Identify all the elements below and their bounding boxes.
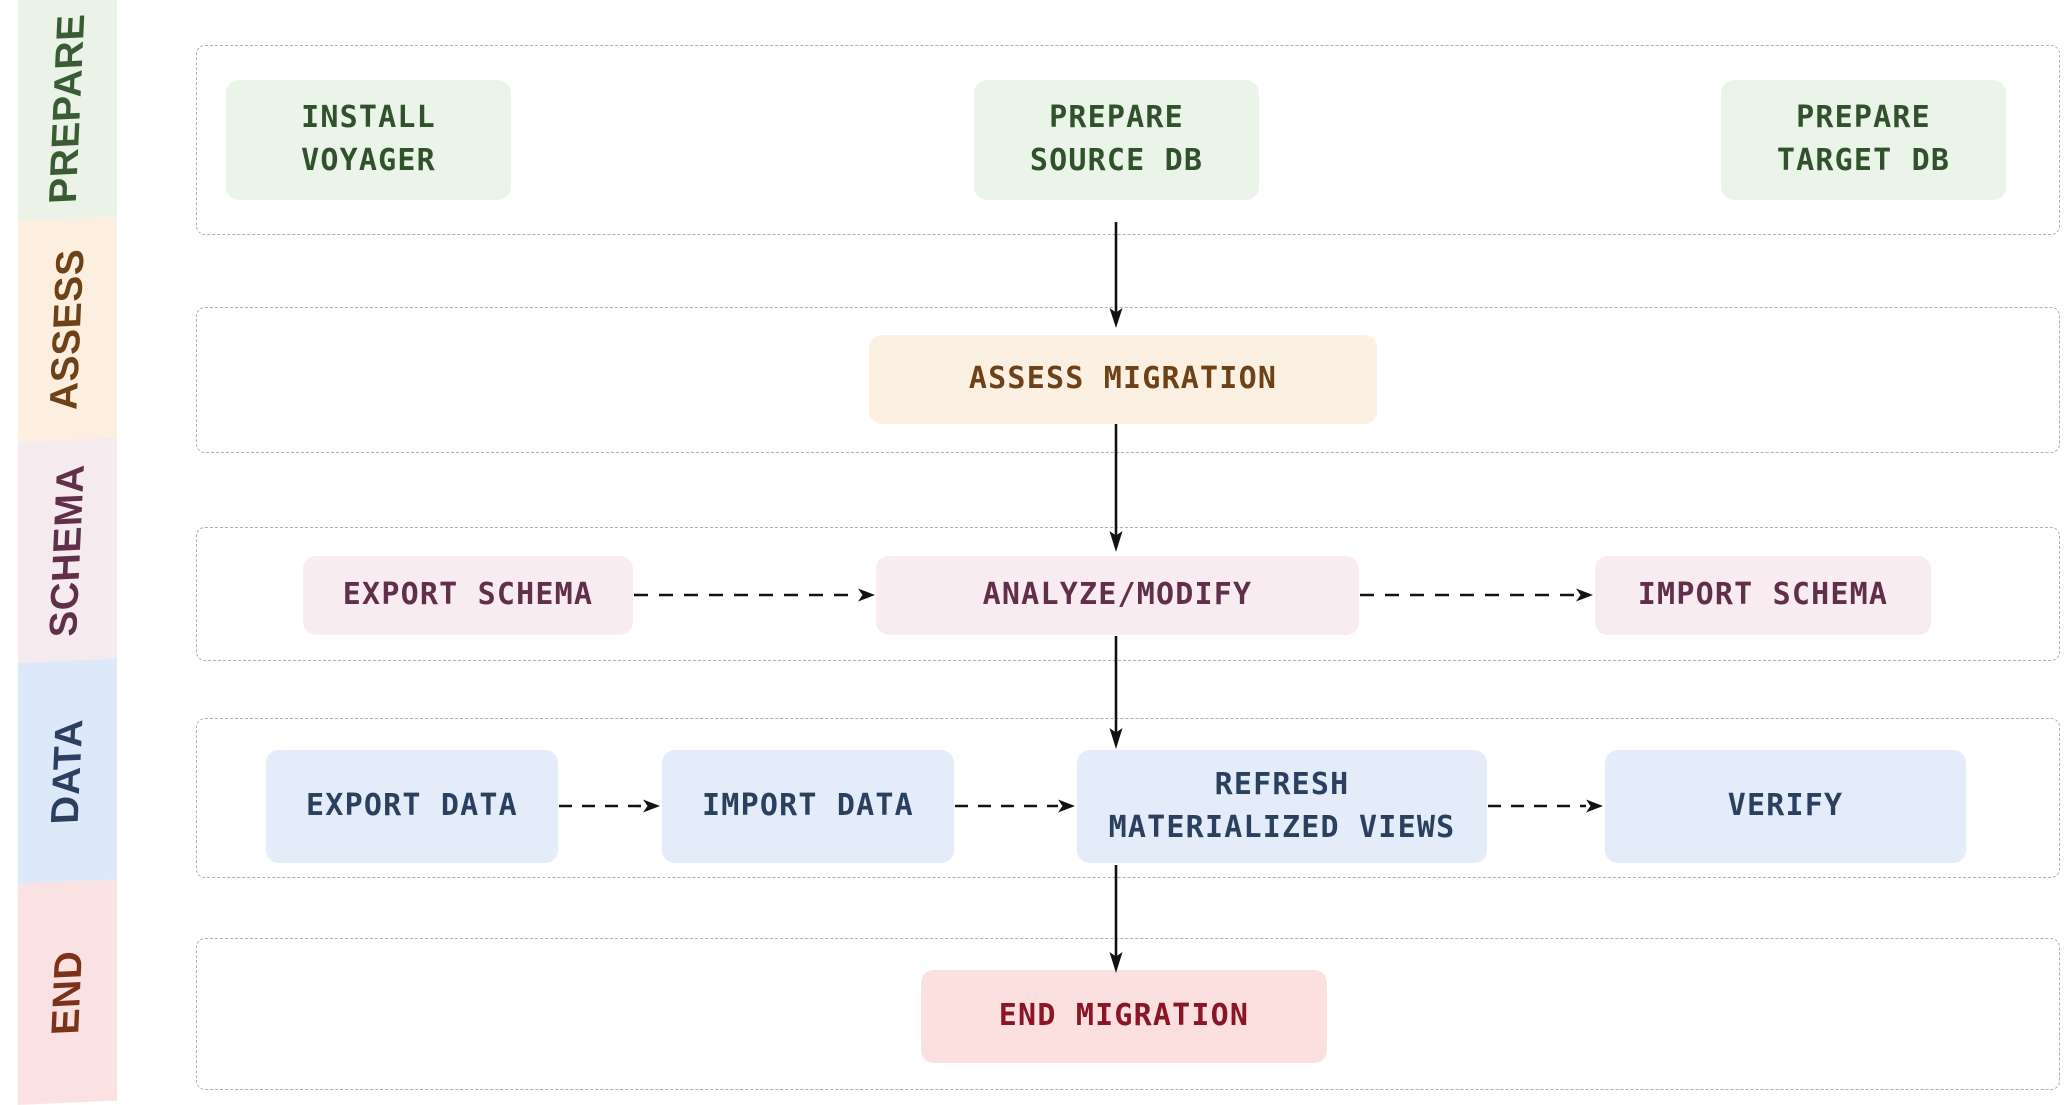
connector-prepare-to-assess xyxy=(1104,222,1128,332)
phase-band-label-end: END xyxy=(43,949,91,1036)
connector-refresh-to-verify xyxy=(1488,795,1606,817)
phase-band-end: END xyxy=(18,879,117,1105)
connector-analyze-to-import-schema xyxy=(1360,584,1596,606)
node-import-data[interactable]: IMPORT DATA xyxy=(662,750,954,863)
connector-export-data-to-import-data xyxy=(559,795,663,817)
node-assess-migration[interactable]: ASSESS MIGRATION xyxy=(869,335,1377,424)
lane-schema xyxy=(196,527,2060,661)
connector-assess-to-schema xyxy=(1104,424,1128,557)
connector-schema-to-data xyxy=(1104,636,1128,754)
connector-export-schema-to-analyze xyxy=(634,584,878,606)
phase-band-data: DATA xyxy=(18,658,117,884)
node-refresh-materialized-views[interactable]: REFRESH MATERIALIZED VIEWS xyxy=(1077,750,1487,863)
connector-import-data-to-refresh xyxy=(955,795,1078,817)
phase-band-label-prepare: PREPARE xyxy=(41,12,93,205)
phase-band-label-schema: SCHEMA xyxy=(41,463,93,638)
node-analyze-modify[interactable]: ANALYZE/MODIFY xyxy=(876,556,1359,635)
phase-band-schema: SCHEMA xyxy=(18,437,117,663)
node-verify[interactable]: VERIFY xyxy=(1605,750,1966,863)
node-install-voyager[interactable]: INSTALL VOYAGER xyxy=(226,80,511,200)
lane-data xyxy=(196,718,2060,878)
lane-prepare xyxy=(196,45,2060,235)
node-export-data[interactable]: EXPORT DATA xyxy=(266,750,558,863)
node-prepare-target-db[interactable]: PREPARE TARGET DB xyxy=(1721,80,2006,200)
node-prepare-source-db[interactable]: PREPARE SOURCE DB xyxy=(974,80,1259,200)
connector-data-to-end xyxy=(1104,865,1128,978)
phase-rail: PREPARE ASSESS SCHEMA DATA END xyxy=(18,0,117,1105)
node-import-schema[interactable]: IMPORT SCHEMA xyxy=(1595,556,1931,635)
node-end-migration[interactable]: END MIGRATION xyxy=(921,970,1327,1063)
phase-band-assess: ASSESS xyxy=(18,216,117,442)
phase-band-label-data: DATA xyxy=(43,717,91,825)
phase-band-prepare: PREPARE xyxy=(18,0,117,221)
lane-end xyxy=(196,938,2060,1090)
lane-assess xyxy=(196,307,2060,453)
node-export-schema[interactable]: EXPORT SCHEMA xyxy=(303,556,633,635)
phase-band-label-assess: ASSESS xyxy=(41,247,93,412)
